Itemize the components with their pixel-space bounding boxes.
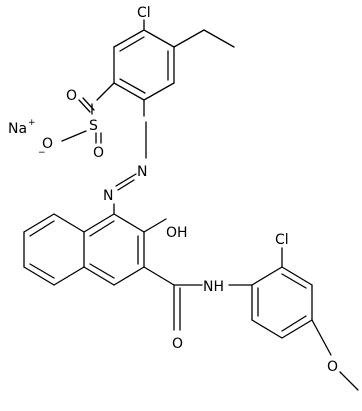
- bond-o-ch3: [339, 371, 359, 391]
- bond: [89, 220, 115, 237]
- bond-s-o-double: [78, 99, 91, 113]
- ring-benzenesulfonate: [113, 29, 175, 101]
- bond: [89, 263, 115, 279]
- sodium-label: Na: [8, 121, 27, 137]
- bond-c-o: [311, 319, 332, 356]
- negative-charge: −: [38, 148, 46, 158]
- ring-chloromethoxyphenyl: [251, 266, 313, 339]
- bond: [29, 220, 55, 237]
- bond-c-c-amide: [143, 266, 175, 286]
- bond: [23, 213, 55, 233]
- nitrogen-label: N: [103, 188, 113, 204]
- chlorine-label: Cl: [137, 5, 151, 21]
- bond-s-o-single: [61, 130, 87, 142]
- bond: [53, 213, 85, 233]
- oxygen-label: O: [93, 145, 104, 161]
- bond: [113, 29, 145, 48]
- bond: [29, 263, 55, 279]
- nitrogen-label: N: [137, 164, 147, 180]
- bond: [83, 266, 115, 286]
- bond: [251, 319, 283, 339]
- sulfur-label: S: [89, 118, 98, 134]
- ring-naphthalene-left: [23, 213, 85, 286]
- bond: [113, 266, 145, 286]
- bond-c-s: [96, 82, 115, 101]
- bond-ethyl-2: [203, 29, 235, 48]
- oxygen-label: O: [66, 88, 77, 104]
- oxygen-label: O: [327, 359, 338, 375]
- bond: [53, 266, 85, 286]
- bond-s-o-double: [82, 97, 95, 111]
- hydroxyl-label: OH: [166, 225, 188, 241]
- bond: [143, 82, 175, 101]
- bond-azo-double: [117, 179, 135, 191]
- bond: [113, 213, 145, 233]
- chlorine-label: Cl: [275, 232, 289, 248]
- bond: [119, 78, 146, 94]
- bond-azo-double: [115, 173, 137, 187]
- bond: [281, 266, 313, 286]
- bond: [119, 36, 145, 52]
- ring-naphthalene-right: [83, 213, 145, 286]
- bond: [143, 29, 175, 48]
- amide-nh-label: NH: [203, 279, 224, 295]
- bond: [281, 319, 313, 339]
- oxygen-label: O: [172, 336, 183, 352]
- bond: [251, 266, 283, 286]
- bond: [113, 82, 145, 101]
- oxygen-label: O: [42, 136, 53, 152]
- bond: [281, 315, 307, 332]
- bond-c-oh: [143, 218, 167, 233]
- bond-ethyl-1: [173, 29, 205, 48]
- bond: [83, 213, 115, 233]
- bond: [281, 273, 307, 289]
- bond: [23, 266, 55, 286]
- positive-charge: +: [28, 118, 36, 128]
